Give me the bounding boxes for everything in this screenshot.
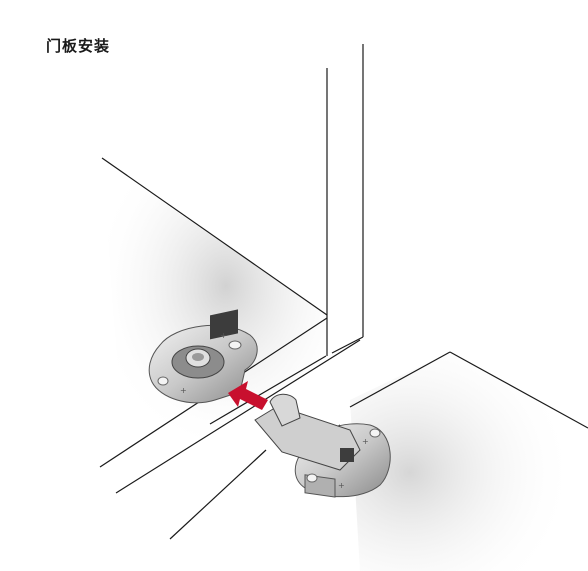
svg-text:+: + <box>180 386 187 395</box>
arrow-icon <box>228 381 268 410</box>
hinge-mounting-plate: + + <box>148 309 258 404</box>
svg-text:+: + <box>220 331 227 340</box>
page-title: 门板安装 <box>46 37 111 55</box>
cabinet-side-panel <box>101 44 364 356</box>
svg-text:+: + <box>338 481 345 490</box>
svg-text:+: + <box>362 437 369 446</box>
hinge-cup-arm: + + <box>254 393 391 498</box>
